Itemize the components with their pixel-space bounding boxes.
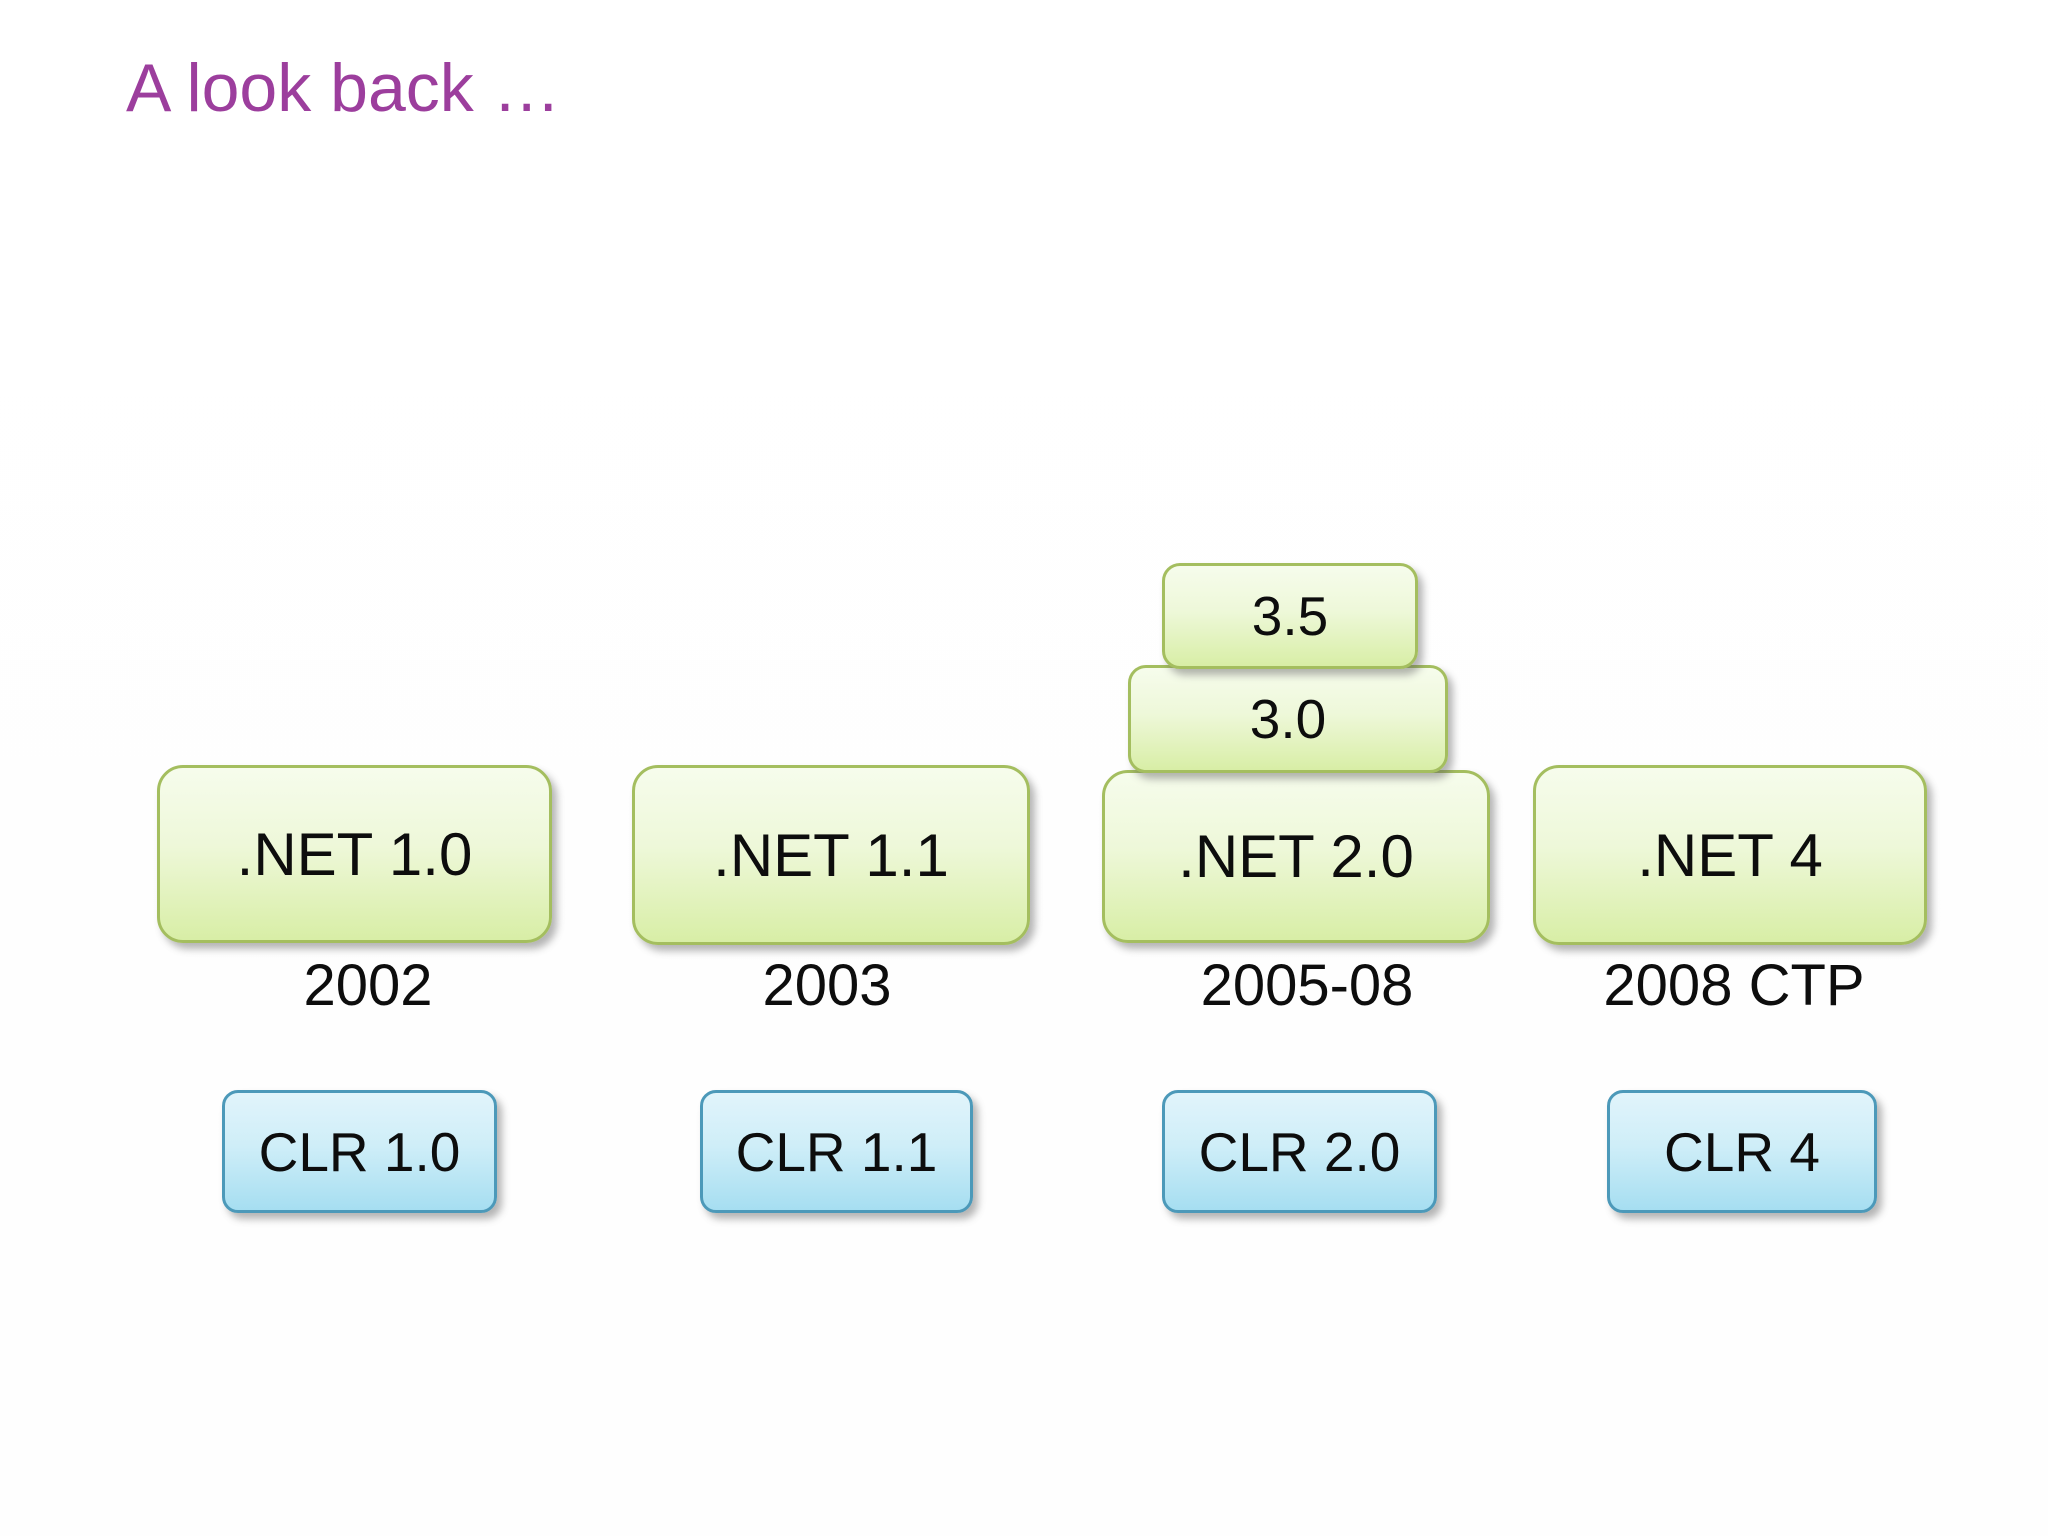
clr-version-box-4: CLR 4 [1607,1090,1877,1213]
year-label: 2003 [762,953,892,1018]
clr-version-box-1-0: CLR 1.0 [222,1090,497,1213]
net-subversion-label: 3.0 [1249,688,1327,750]
net-version-box-1-0: .NET 1.0 [157,765,552,943]
net-subversion-label: 3.5 [1251,585,1329,647]
clr-version-box-1-1: CLR 1.1 [700,1090,973,1213]
net-subversion-box-3-0: 3.0 [1128,665,1448,773]
net-version-label: .NET 4 [1637,821,1823,889]
year-label: 2008 CTP [1603,953,1865,1018]
net-version-label: .NET 1.0 [236,820,473,888]
clr-version-label: CLR 2.0 [1198,1120,1401,1183]
clr-version-label: CLR 1.0 [258,1120,461,1183]
clr-version-label: CLR 4 [1664,1120,1820,1183]
year-label: 2002 [303,953,433,1018]
net-version-box-2-0: .NET 2.0 [1102,770,1490,943]
net-subversion-box-3-5: 3.5 [1162,563,1418,669]
clr-version-label: CLR 1.1 [735,1120,938,1183]
clr-version-box-2-0: CLR 2.0 [1162,1090,1437,1213]
slide-title: A look back … [126,50,561,126]
year-label: 2005-08 [1200,953,1414,1018]
net-version-label: .NET 2.0 [1178,823,1414,890]
net-version-box-1-1: .NET 1.1 [632,765,1030,945]
net-version-label: .NET 1.1 [713,821,949,889]
net-version-box-4: .NET 4 [1533,765,1927,945]
